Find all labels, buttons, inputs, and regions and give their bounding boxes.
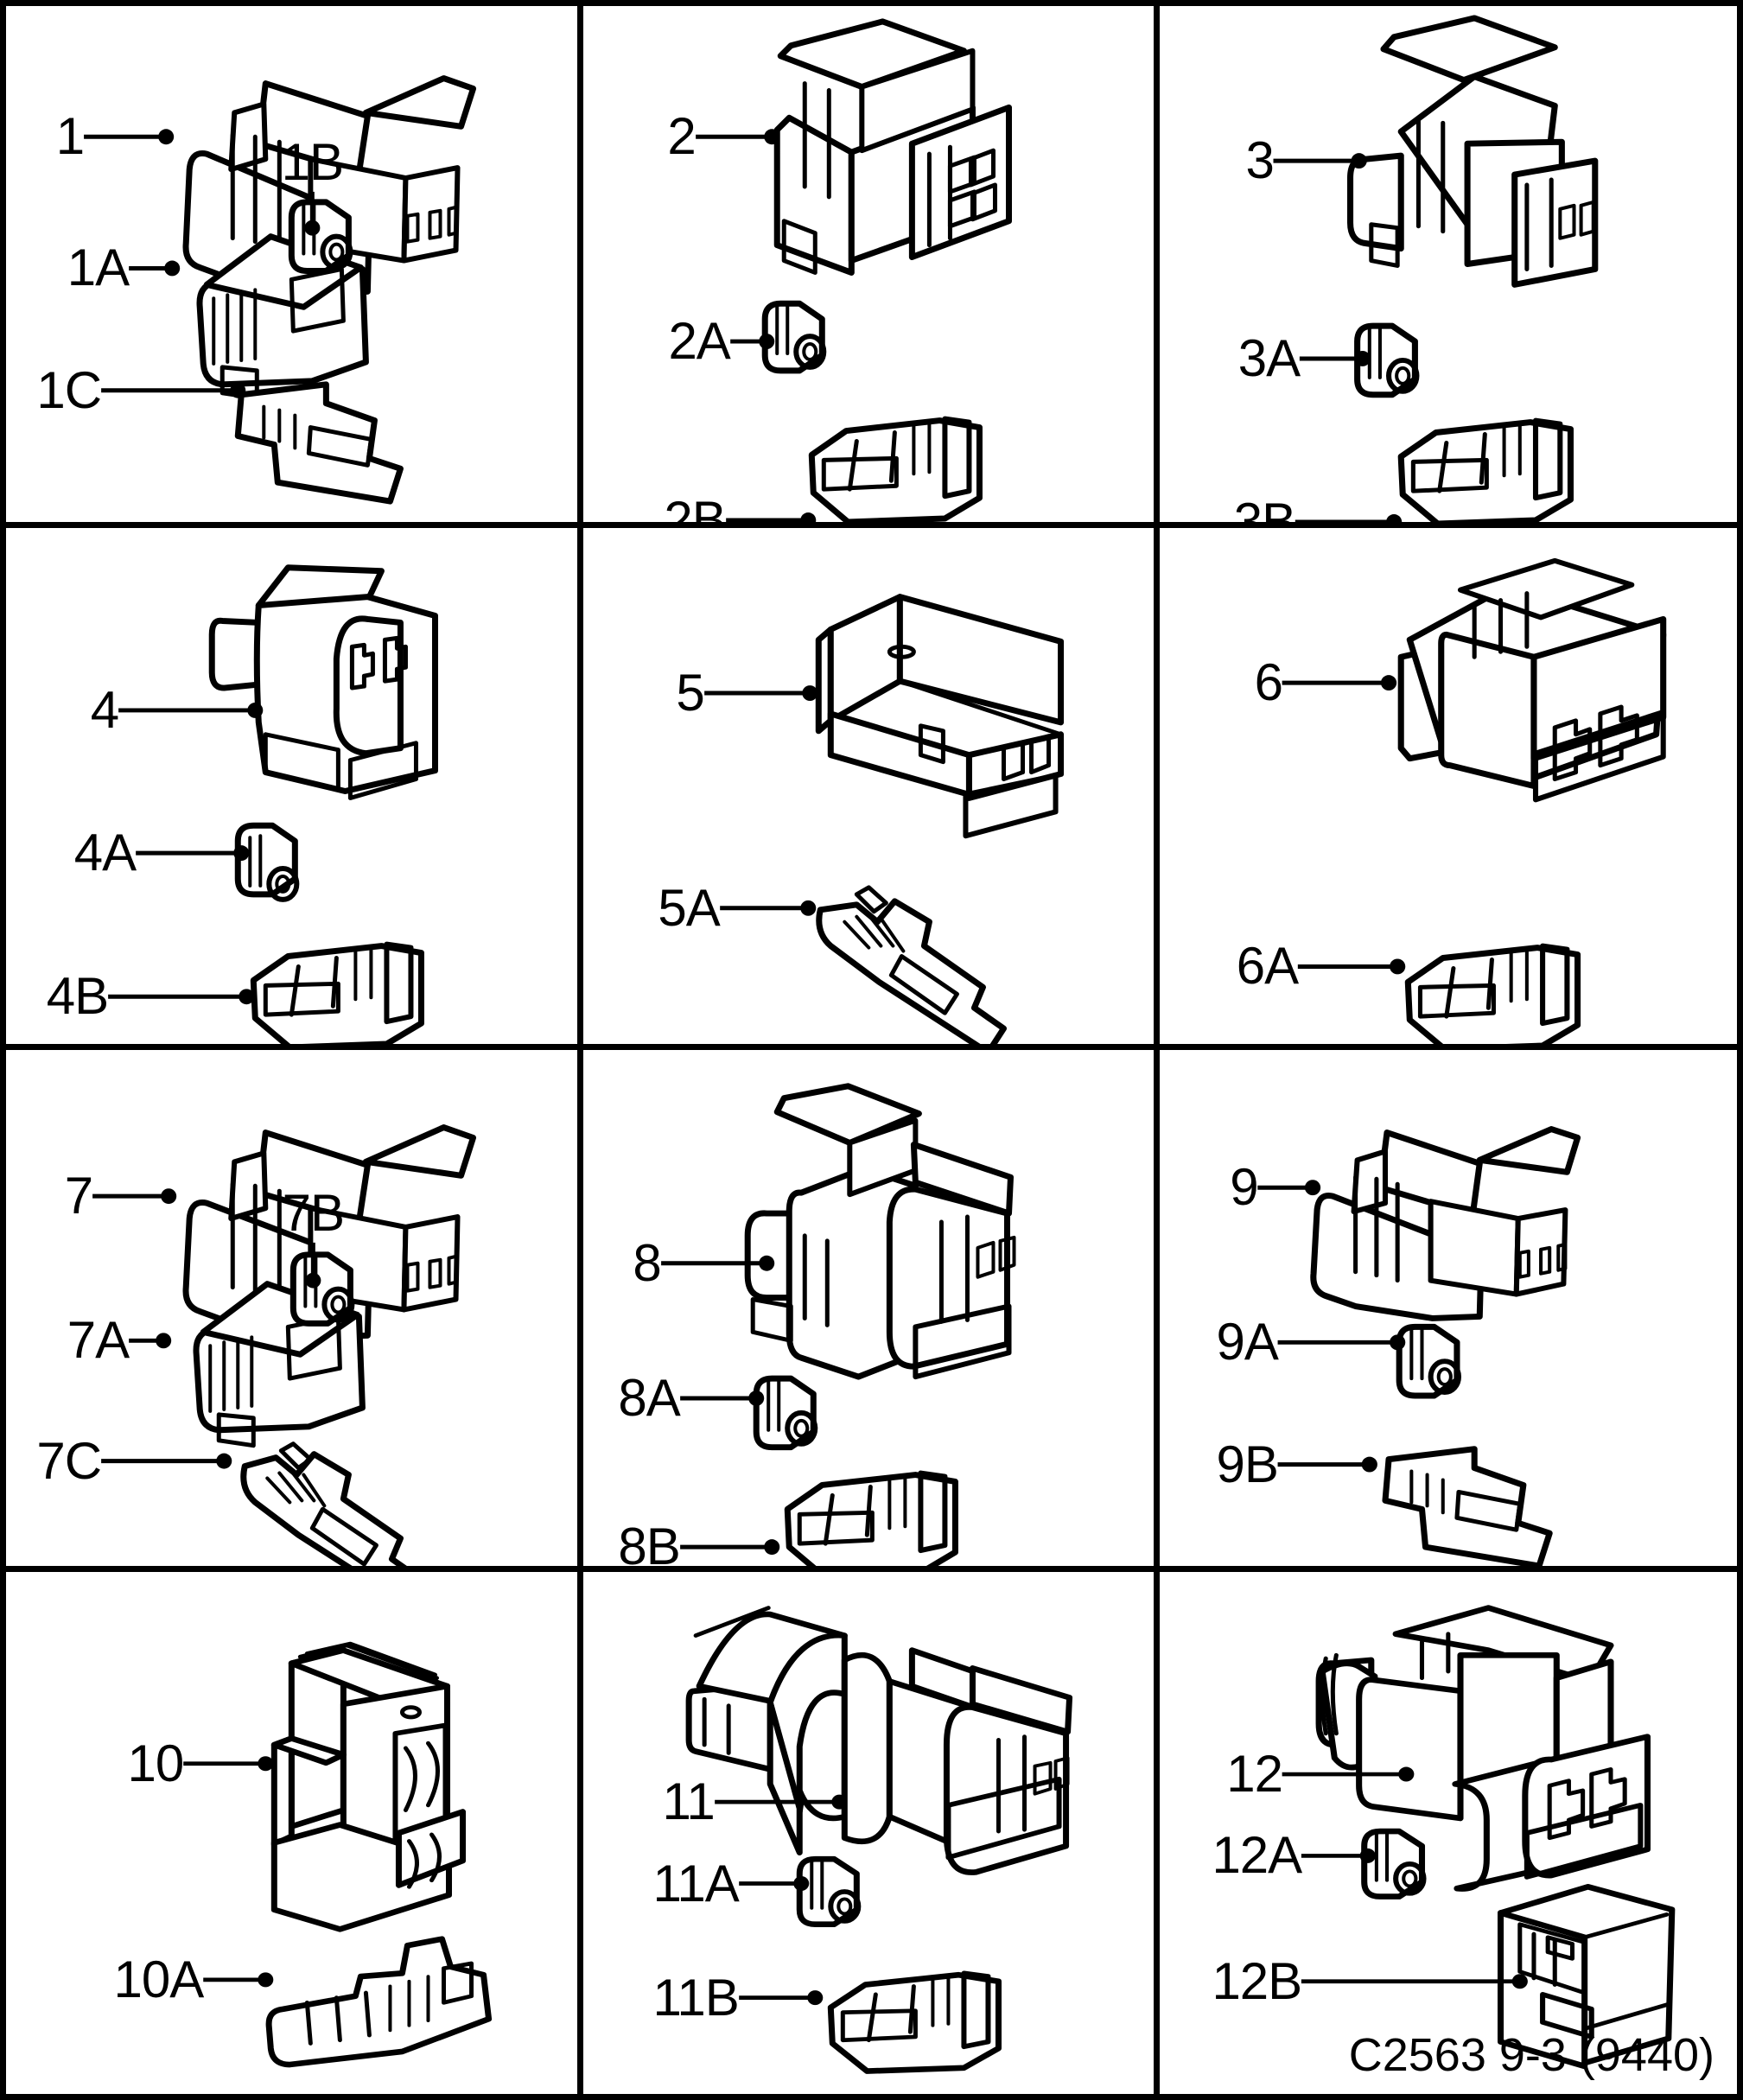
callout-label-3[interactable]: 3 [1245,131,1274,190]
callout-label-1A[interactable]: 1A [67,239,130,297]
callout-label-8A[interactable]: 8A [618,1368,680,1427]
callout-label-4A[interactable]: 4A [73,824,137,882]
diagram-cell-1[interactable]: 1 1A 1B 1C [6,6,583,528]
diagram-cell-8[interactable]: 8 8A 8B [582,1050,1161,1572]
connector-drawing-2 [761,18,1012,522]
connector-drawing-4 [208,564,438,1044]
connector-drawing-6 [1397,557,1667,1044]
callout-label-8[interactable]: 8 [633,1233,661,1292]
diagram-cell-4[interactable]: 4 4A 4B [6,528,583,1050]
callout-label-1C[interactable]: 1C [36,360,102,419]
callout-label-12B[interactable]: 12B [1212,1951,1302,2010]
drawing-caption: C2563 9-3 (9440) [1348,2029,1714,2081]
diagram-cell-11[interactable]: 11 11A 11B [583,1572,1161,2094]
callout-label-5[interactable]: 5 [676,664,704,722]
callout-label-9[interactable]: 9 [1230,1158,1258,1217]
connector-drawing-3 [1347,15,1599,522]
diagram-cell-7[interactable]: 7 7A 7B 7C [6,1050,583,1572]
callout-label-7[interactable]: 7 [64,1167,93,1225]
callout-label-2[interactable]: 2 [667,107,696,166]
connector-drawing-11 [685,1606,1072,2074]
callout-label-8B[interactable]: 8B [618,1518,680,1572]
connector-drawing-7 [182,1124,477,1566]
callout-label-7A[interactable]: 7A [67,1311,130,1370]
diagram-cell-12[interactable]: 12 12A 12B [1160,1572,1737,2094]
callout-label-9A[interactable]: 9A [1216,1313,1279,1371]
connector-drawing-10 [265,1641,493,2068]
callout-label-7B[interactable]: 7B [282,1184,345,1243]
callout-label-10A[interactable]: 10A [113,1950,204,2008]
callout-label-1[interactable]: 1 [55,107,85,166]
diagram-cell-10[interactable]: 10 10A [6,1572,583,2094]
diagram-cell-9[interactable]: 9 9A 9B [1160,1050,1737,1572]
diagram-cell-2[interactable]: 2 2A 2B [582,6,1161,528]
callout-label-12A[interactable]: 12A [1212,1826,1302,1885]
callout-label-11B[interactable]: 11B [652,1968,740,2027]
callout-label-6[interactable]: 6 [1254,653,1283,712]
callout-label-4B[interactable]: 4B [46,967,109,1026]
connector-drawing-12 [1315,1605,1676,2070]
diagram-cell-3[interactable]: 3 3A 3B [1160,6,1737,528]
callout-label-2B[interactable]: 2B [664,491,726,528]
callout-label-12[interactable]: 12 [1226,1745,1283,1804]
connector-drawing-9 [1310,1126,1581,1566]
connector-drawing-1 [182,75,477,505]
connector-drawing-5 [815,594,1064,1044]
callout-label-4[interactable]: 4 [90,680,119,739]
callout-label-1B[interactable]: 1B [281,133,344,192]
callout-label-10[interactable]: 10 [127,1734,184,1792]
connector-drawing-8 [744,1083,1016,1566]
callout-label-6A[interactable]: 6A [1236,937,1299,996]
diagram-cell-5[interactable]: 5 5A [582,528,1161,1050]
callout-label-2A[interactable]: 2A [668,312,730,371]
callout-label-11[interactable]: 11 [662,1772,716,1831]
callout-label-11A[interactable]: 11A [652,1854,740,1912]
callout-label-7C[interactable]: 7C [36,1431,102,1490]
callout-label-3A[interactable]: 3A [1237,328,1301,387]
callout-label-5A[interactable]: 5A [658,878,720,937]
diagram-cell-6[interactable]: 6 6A [1160,528,1737,1050]
callout-label-9B[interactable]: 9B [1216,1435,1279,1493]
callout-label-3B[interactable]: 3B [1233,493,1296,528]
